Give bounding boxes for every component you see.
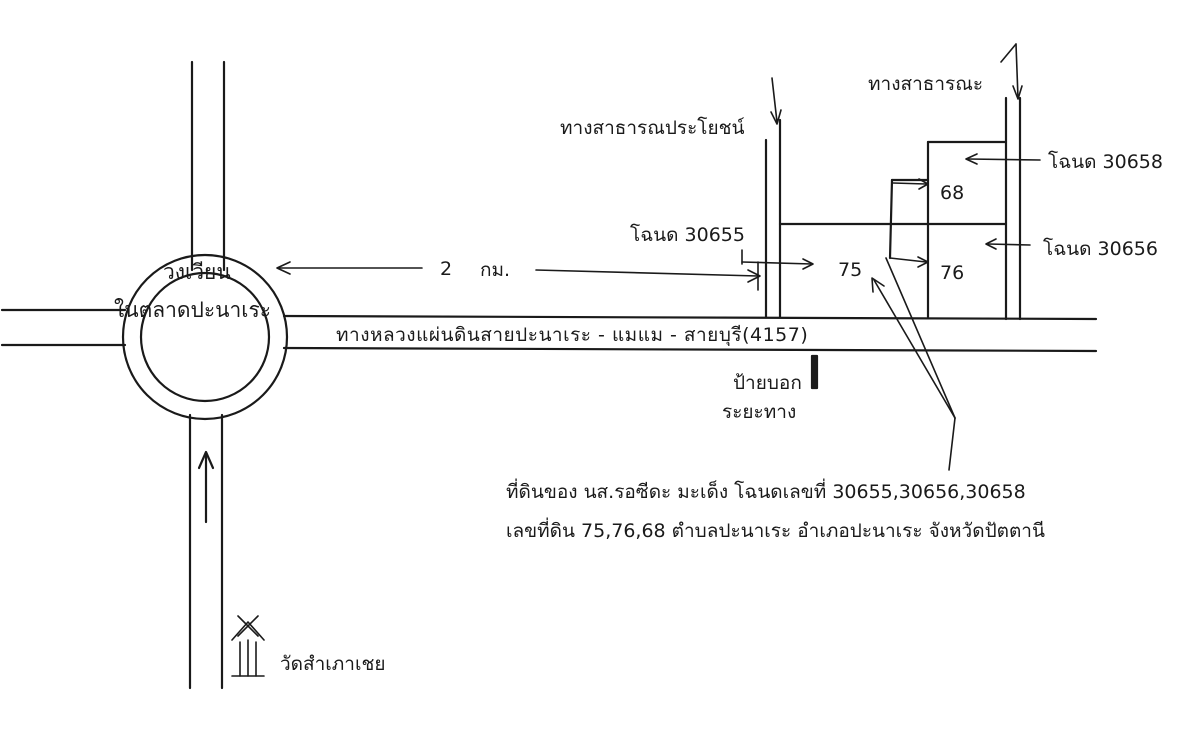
public-way-lane <box>1000 43 1023 321</box>
deed-arrows <box>965 153 1041 250</box>
roundabout-label-2: ในตลาดปะนาเระ <box>114 298 271 322</box>
public-way-label: ทางสาธารณะ <box>868 73 983 95</box>
public-utility-lane <box>764 77 782 319</box>
arrow-up-icon <box>197 450 215 524</box>
owner-note-line-1: ที่ดินของ นส.รอซีดะ มะเด็ง โฉนดเลขที่ 30… <box>506 478 1026 503</box>
plot-76-label: 76 <box>940 262 964 284</box>
owner-pointer-lines <box>871 257 956 471</box>
deed-30656-label: โฉนด 30656 <box>1043 237 1158 260</box>
north-south-road <box>188 60 226 690</box>
highway-road <box>0 308 1098 353</box>
plot-75-label: 75 <box>838 259 862 281</box>
land-parcels <box>778 140 1008 319</box>
distance-arrow <box>276 261 761 291</box>
temple-icon <box>231 615 265 677</box>
highway-label: ทางหลวงแผ่นดินสายปะนาเระ - แมแม - สายบุร… <box>336 324 808 347</box>
public-utility-label: ทางสาธารณประโยชน์ <box>560 116 745 139</box>
owner-note-line-2: เลขที่ดิน 75,76,68 ตำบลปะนาเระ อำเภอปะนา… <box>506 517 1045 542</box>
roundabout-label-1: วงเวียน <box>163 260 231 284</box>
deed-30655-label: โฉนด 30655 <box>630 223 745 246</box>
plot-68-label: 68 <box>940 182 964 204</box>
roundabout <box>121 253 289 421</box>
signpost-icon <box>810 354 819 390</box>
distance-value: 2 <box>440 258 452 280</box>
deed-30658-label: โฉนด 30658 <box>1048 150 1163 173</box>
signpost-label-1: ป้ายบอก <box>733 372 802 394</box>
distance-unit: กม. <box>480 259 510 281</box>
temple-label: วัดสำเภาเชย <box>280 653 385 675</box>
signpost-label-2: ระยะทาง <box>722 401 796 423</box>
parcel-arrows <box>741 178 929 270</box>
